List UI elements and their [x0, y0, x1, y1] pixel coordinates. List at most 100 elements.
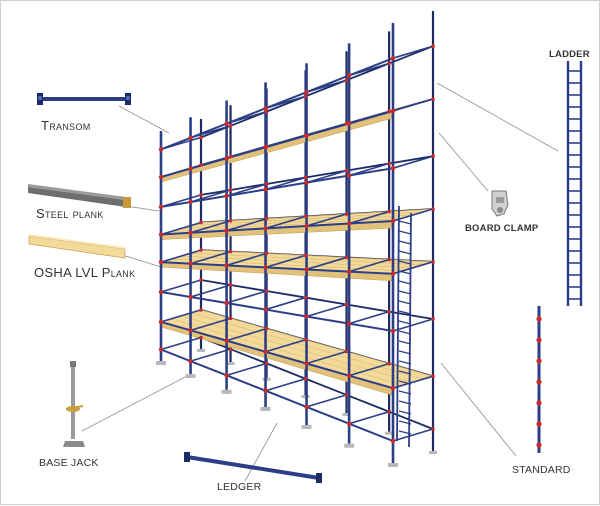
front-ledger: [160, 261, 191, 265]
coupler: [344, 212, 349, 216]
transom: [392, 155, 434, 169]
scaffold-assembly: [156, 11, 437, 467]
transom: [348, 210, 390, 225]
front-ledger: [348, 110, 394, 125]
transom: [392, 45, 434, 59]
coupler: [303, 175, 308, 180]
coupler: [344, 78, 349, 82]
coupler: [431, 374, 435, 379]
coupler: [264, 251, 269, 256]
back-ledger: [388, 310, 434, 320]
scaffold-ladder-rung: [398, 380, 412, 385]
scaffold-ladder-rung: [398, 220, 412, 225]
base-plate: [156, 361, 166, 365]
front-ledger: [265, 308, 307, 318]
coupler: [199, 308, 203, 312]
coupler: [158, 232, 164, 237]
coupler: [263, 145, 268, 150]
front-ledger: [190, 295, 227, 305]
scaffold-ladder-rung: [398, 390, 412, 395]
back-ledger: [266, 290, 306, 299]
transom: [190, 317, 231, 332]
coupler: [344, 168, 349, 173]
front-ledger: [226, 264, 266, 269]
coupler: [387, 361, 391, 366]
base-plate: [221, 389, 232, 394]
leader-line: [118, 105, 170, 134]
coupler: [387, 209, 391, 214]
transom: [392, 428, 434, 442]
coupler: [228, 123, 233, 128]
plank-seam: [180, 255, 414, 269]
coupler: [387, 309, 391, 314]
front-ledger: [306, 122, 350, 137]
coupler: [303, 214, 308, 219]
label-lvl-plank: OSHA LVL Plank: [34, 265, 136, 280]
transom: [306, 256, 347, 271]
front-ledger: [306, 362, 350, 377]
scaffold-ladder-rung: [398, 400, 412, 405]
transom: [348, 258, 390, 273]
leader-line: [244, 422, 278, 482]
transom-part: [37, 93, 131, 105]
front-ledger: [160, 348, 191, 363]
front-ledger: [190, 262, 227, 267]
front-ledger: [160, 320, 191, 332]
front-ledger: [160, 200, 191, 208]
coupler: [346, 421, 352, 426]
coupler: [344, 302, 349, 307]
coupler: [346, 73, 352, 78]
scaffold-ladder-rung: [398, 370, 412, 375]
ladder-part: [566, 61, 583, 306]
transom: [392, 375, 434, 389]
base-plate: [185, 373, 196, 378]
coupler: [228, 283, 233, 287]
coupler: [228, 154, 233, 159]
coupler: [199, 248, 203, 252]
coupler: [387, 257, 391, 262]
back-ledger: [305, 377, 347, 396]
base-plate: [388, 463, 398, 467]
scaffold-ladder-rung: [398, 410, 412, 415]
plank-seam: [170, 258, 404, 272]
scaffold-ladder-rail: [396, 205, 400, 442]
coupler: [390, 438, 396, 444]
coupler: [390, 271, 396, 276]
coupler: [263, 106, 268, 111]
scaffold-ladder-rung: [398, 260, 412, 265]
label-steel-plank: Steel plank: [36, 206, 104, 221]
coupler: [346, 269, 352, 274]
transom: [226, 327, 267, 342]
back-ledger: [388, 155, 434, 165]
coupler: [188, 230, 193, 235]
front-ledger: [226, 302, 266, 311]
front-ledger: [160, 167, 191, 178]
front-ledger: [190, 122, 227, 139]
scaffold-ladder-rung: [398, 320, 412, 325]
coupler: [228, 188, 233, 192]
coupler: [188, 199, 193, 205]
coupler: [188, 294, 193, 300]
back-ledger: [305, 296, 347, 306]
coupler: [263, 307, 268, 312]
front-ledger: [306, 174, 350, 184]
coupler: [158, 147, 164, 152]
coupler: [224, 338, 229, 343]
coupler: [387, 161, 391, 166]
transom: [160, 309, 202, 323]
coupler: [431, 44, 435, 48]
front-ledger: [226, 107, 266, 125]
ledger-part: [184, 452, 322, 483]
back-ledger: [230, 348, 267, 365]
coupler: [346, 221, 352, 226]
transom: [226, 252, 267, 267]
transom: [226, 290, 267, 304]
front-ledger: [348, 167, 394, 177]
coupler: [344, 349, 349, 354]
scaffold-ladder-rung: [398, 340, 412, 345]
coupler: [304, 89, 309, 95]
coupler: [344, 255, 349, 260]
label-transom: Transom: [41, 118, 91, 133]
coupler: [390, 56, 396, 61]
